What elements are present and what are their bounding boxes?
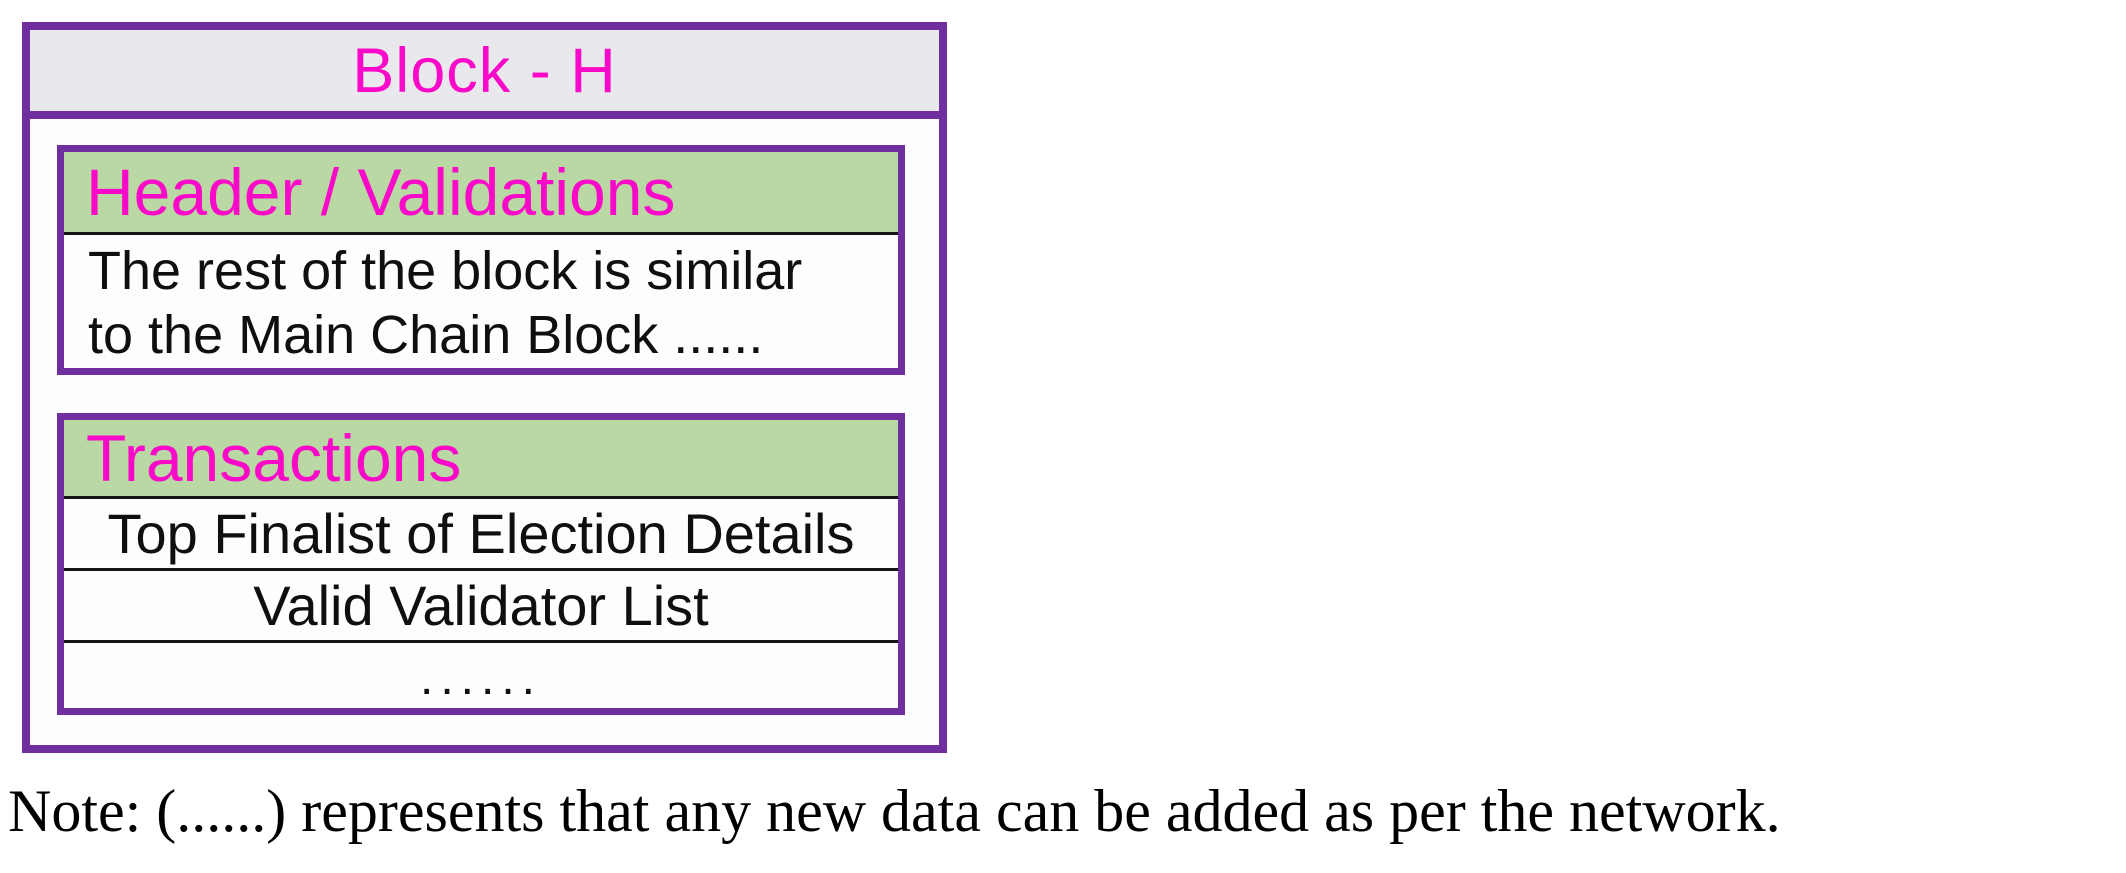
header-validations-body-line-2: to the Main Chain Block ...... [88, 305, 764, 365]
header-validations-box: Header / Validations The rest of the blo… [57, 145, 905, 375]
transactions-row-ellipsis: ...... [419, 652, 542, 705]
header-validations-body: The rest of the block is similar to the … [64, 235, 898, 367]
transactions-title: Transactions [86, 421, 462, 495]
header-validations-body-line-1: The rest of the block is similar [88, 241, 803, 301]
transactions-row-top-finalist: Top Finalist of Election Details [64, 499, 898, 571]
block-title: Block - H [352, 35, 617, 106]
header-validations-title: Header / Validations [86, 155, 676, 229]
header-validations-title-row: Header / Validations [64, 152, 898, 235]
block-body: Header / Validations The rest of the blo… [30, 145, 939, 715]
transactions-box: Transactions Top Finalist of Election De… [57, 413, 905, 715]
transactions-title-row: Transactions [64, 420, 898, 499]
block-h-container: Block - H Header / Validations The rest … [22, 22, 947, 753]
figure-note: Note: (......) represents that any new d… [8, 778, 1781, 844]
block-title-bar: Block - H [30, 30, 939, 119]
transactions-row-valid-validator-list: Valid Validator List [64, 571, 898, 643]
